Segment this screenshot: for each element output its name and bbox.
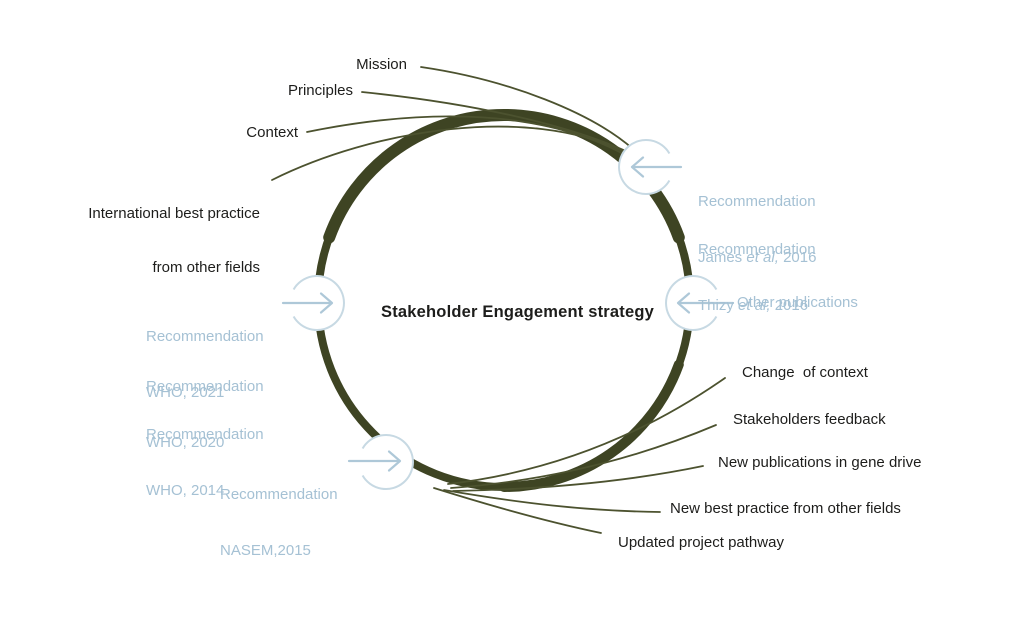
connector-line-stakeholders-feedback <box>450 424 717 489</box>
recommendation-who-2020-label: Recommendation WHO, 2020 <box>146 341 264 489</box>
input-label-principles: Principles <box>287 82 353 99</box>
connector-line-new-best-practice <box>443 489 661 513</box>
left-arrow-icon <box>630 156 683 178</box>
arrow-node-left <box>281 275 345 331</box>
output-label-stakeholders-feedback: Stakeholders feedback <box>733 411 886 428</box>
output-label-new-publications: New publications in gene drive <box>718 454 922 471</box>
cycle-ring-bottom-brush <box>499 359 684 492</box>
input-label-intl-line1: International best practice <box>88 205 260 222</box>
other-publications-label: Other publications <box>737 294 858 311</box>
right-arrow-icon <box>347 450 402 472</box>
connector-line-mission <box>420 66 634 150</box>
output-connector-lines <box>433 377 726 534</box>
recommendation-source: Thizy et al, 2016 <box>698 296 809 314</box>
arrow-node-top-right-arc <box>618 139 671 195</box>
recommendation-word: Recommendation <box>220 486 338 503</box>
right-arrow-icon <box>281 292 334 314</box>
recommendation-source: WHO, 2021 <box>146 383 225 401</box>
arrow-node-bottom-left-arc <box>361 434 414 490</box>
left-arrow-icon <box>676 292 735 314</box>
input-label-intl-best-practice: International best practice from other f… <box>88 169 260 313</box>
recommendation-james-label: Recommendation James et al, 2016 <box>698 156 816 304</box>
connector-line-intl-best-practice <box>271 125 625 181</box>
recommendation-word: Recommendation <box>698 193 816 210</box>
connector-line-change-of-context <box>447 377 726 485</box>
input-connector-lines <box>271 66 634 181</box>
connector-line-updated-pathway <box>433 487 602 534</box>
connector-line-new-publications <box>452 465 704 492</box>
recommendation-word: Recommendation <box>698 241 816 258</box>
output-label-change-of-context: Change of context <box>742 364 868 381</box>
recommendation-source: WHO, 2020 <box>146 433 225 451</box>
recommendation-nasem-2015-label: Recommendation NASEM,2015 <box>220 449 338 597</box>
arrow-node-left-arc <box>292 275 345 331</box>
recommendation-source: NASEM,2015 <box>220 541 311 559</box>
output-label-updated-pathway: Updated project pathway <box>618 534 784 551</box>
recommendation-word: Recommendation <box>146 426 264 443</box>
input-label-mission: Mission <box>356 56 407 73</box>
recommendation-who-2021-label: Recommendation WHO, 2021 <box>146 291 264 439</box>
recommendation-who-2014-label: Recommendation WHO, 2014 <box>146 389 264 537</box>
recommendation-source: WHO, 2014 <box>146 481 225 499</box>
recommendation-word: Recommendation <box>146 378 264 395</box>
connector-line-principles <box>361 91 631 154</box>
output-label-new-best-practice: New best practice from other fields <box>670 500 901 517</box>
input-label-intl-line2: from other fields <box>152 259 260 276</box>
input-label-context: Context <box>246 124 298 141</box>
arrow-node-right-arc <box>665 275 718 331</box>
recommendation-thizy-label: Recommendation Thizy et al, 2016 <box>698 204 816 352</box>
arrow-node-right <box>665 275 735 331</box>
recommendation-source: James et al, 2016 <box>698 248 817 266</box>
arrow-node-top-right <box>618 139 683 195</box>
arrow-node-bottom-left <box>347 434 414 490</box>
recommendation-word: Recommendation <box>146 328 264 345</box>
diagram-center-title: Stakeholder Engagement strategy <box>381 303 655 321</box>
